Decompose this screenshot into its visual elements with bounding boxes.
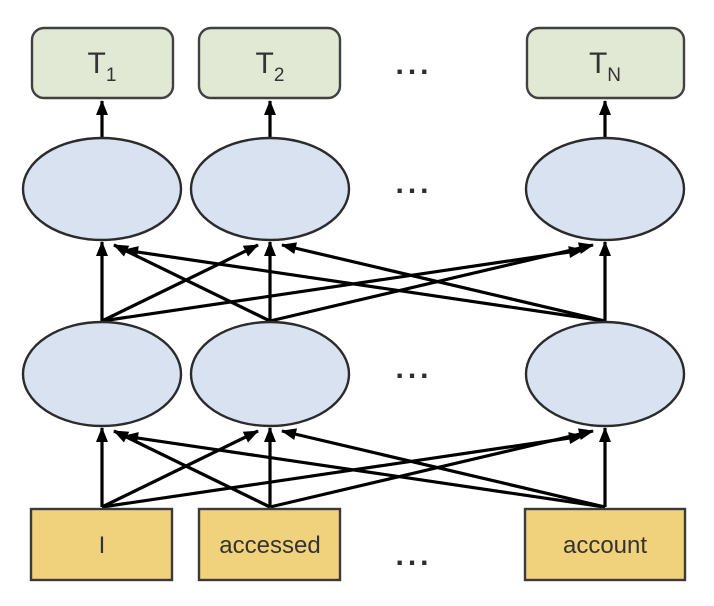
arrow-token2-lower3	[269, 428, 594, 509]
input-token-box-account	[523, 507, 687, 582]
upper-hidden-row	[21, 136, 686, 242]
arrow-lower3-upper1	[123, 246, 606, 323]
input-token-row	[29, 507, 687, 582]
output-label-tn: TN	[589, 47, 621, 86]
output-box-t1	[30, 26, 175, 100]
arrow-lower1-upper3	[101, 246, 584, 323]
arrow-token2-lower1	[113, 429, 271, 509]
arrow-token3-lower2	[281, 428, 606, 509]
output-label-t1: T1	[88, 47, 117, 86]
input-token-label-account: account	[563, 532, 647, 559]
output-label-t2: T2	[256, 47, 285, 86]
arrow-token1-lower3	[101, 432, 584, 509]
output-row	[30, 26, 686, 100]
output-box-t2	[197, 26, 342, 100]
input-token-label-i: I	[99, 532, 106, 559]
lower-hidden-node-1	[21, 320, 183, 428]
arrow-lower2-upper3	[269, 242, 594, 323]
edges	[96, 100, 611, 509]
ellipsis-input-row: ...	[395, 539, 432, 572]
arrow-token1-lower2	[101, 429, 259, 509]
lower-hidden-node-2	[189, 320, 351, 428]
arrow-lower1-upper2	[101, 243, 259, 323]
labels: T1 T2 TN I accessed account	[88, 47, 648, 559]
ellipsis-marks: ... ... ... ...	[395, 48, 432, 572]
upper-hidden-node-3	[524, 136, 686, 242]
arrow-token3-lower1	[123, 432, 606, 509]
input-token-label-accessed: accessed	[219, 532, 320, 559]
ellipsis-upper-hidden-row: ...	[395, 167, 432, 200]
upper-hidden-node-2	[189, 136, 351, 242]
output-box-tn	[525, 26, 686, 100]
upper-hidden-node-1	[21, 136, 183, 242]
lower-hidden-node-3	[524, 320, 686, 428]
arrow-lower2-upper1	[113, 243, 271, 323]
ellipsis-output-row: ...	[395, 48, 432, 81]
input-token-box-i	[29, 507, 174, 582]
lower-hidden-row	[21, 320, 686, 428]
ellipsis-lower-hidden-row: ...	[395, 352, 432, 385]
arrow-lower3-upper2	[281, 242, 606, 323]
input-token-box-accessed	[197, 507, 342, 582]
